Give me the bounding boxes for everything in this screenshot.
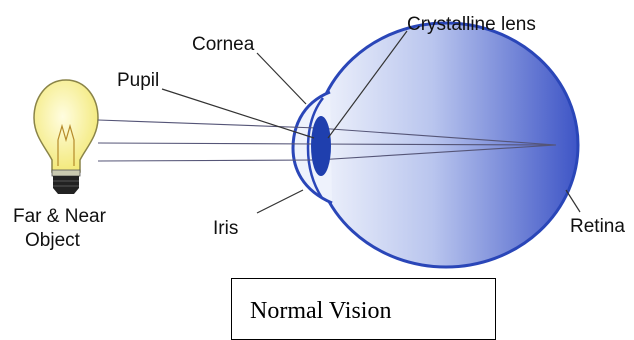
label-object: Object <box>25 230 81 251</box>
crystalline-lens-shape <box>311 116 331 176</box>
caption-normal-vision: Normal Vision <box>250 298 391 325</box>
bulb-base-collar <box>52 170 80 176</box>
bulb-base <box>53 176 79 194</box>
bulb-glass <box>34 80 98 172</box>
label-crystalline-lens: Crystalline lens <box>407 14 536 35</box>
light-bulb-icon <box>34 80 98 194</box>
label-iris: Iris <box>213 218 238 239</box>
label-cornea: Cornea <box>192 34 255 55</box>
caption-box: Normal Vision <box>231 278 496 340</box>
label-far-near: Far & Near <box>13 206 107 227</box>
label-retina: Retina <box>570 216 625 237</box>
label-pupil: Pupil <box>117 70 159 91</box>
